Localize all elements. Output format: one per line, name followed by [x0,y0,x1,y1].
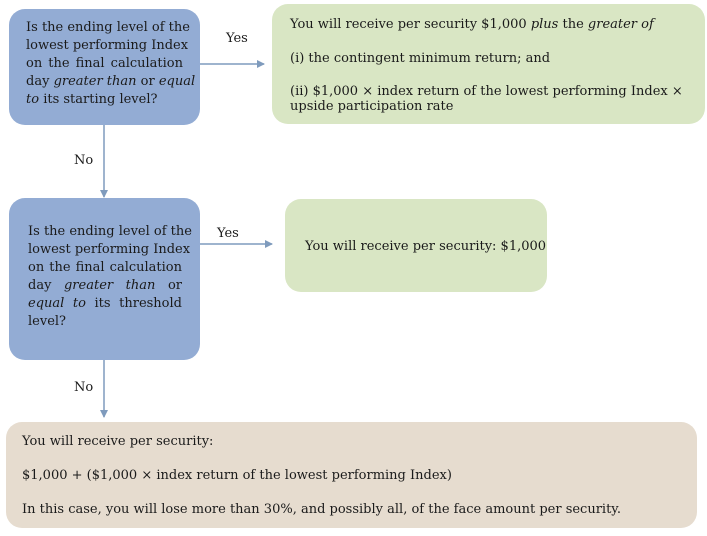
outcome-3-line-3: In this case, you will lose more than 30… [22,502,622,517]
question-2-line-3: on the final calculation [28,260,182,275]
outcome-3-line-1: You will receive per security: [22,434,214,449]
question-2-line-2: lowest performing Index [28,242,191,257]
question-1-line-5: to its starting level? [26,92,158,107]
yes-label-1: Yes [226,31,248,46]
no-label-1: No [74,153,94,168]
question-2-line-5: equal to its threshold [28,296,182,311]
question-2-line-6: level? [28,314,67,329]
question-2-line-4: day greater than or [28,278,182,293]
question-1-line-4: day greater than or equal [26,74,196,89]
question-1-line-3: on the final calculation [26,56,183,71]
outcome-2-text: You will receive per security: $1,000 [305,239,547,254]
outcome-box-3: You will receive per security: $1,000 + … [6,422,697,528]
outcome-3-line-2: $1,000 + ($1,000 × index return of the l… [22,468,452,483]
outcome-box-2: You will receive per security: $1,000 [285,199,547,292]
outcome-1-item-2: (ii) $1,000 × index return of the lowest… [290,84,683,114]
outcome-1-item-1: (i) the contingent minimum return; and [290,51,551,66]
question-1-line-1: Is the ending level of the [26,20,190,35]
question-box-1: Is the ending level of the lowest perfor… [9,9,200,125]
outcome-box-1: You will receive per security $1,000 plu… [272,4,705,124]
question-1-line-2: lowest performing Index [26,38,189,53]
outcome-1-header: You will receive per security $1,000 plu… [290,17,654,32]
no-label-2: No [74,380,94,395]
question-box-2: Is the ending level of the lowest perfor… [9,198,200,360]
question-2-line-1: Is the ending level of the [28,224,192,239]
yes-label-2: Yes [217,226,239,241]
